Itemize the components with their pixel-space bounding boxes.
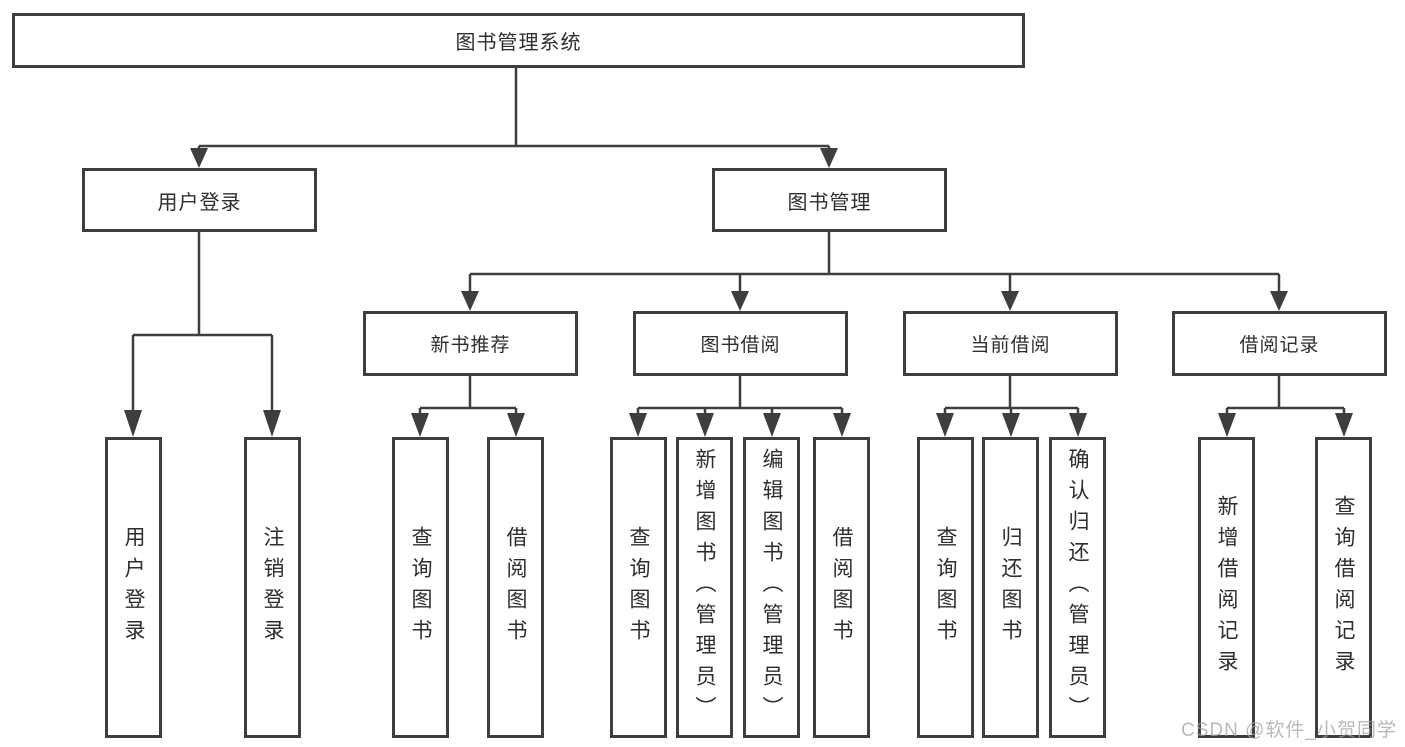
leaf-borrow-books: 借阅图书 [813, 437, 870, 738]
arrow-down-icon [629, 413, 647, 437]
node-library-management-system: 图书管理系统 [12, 13, 1025, 68]
arrow-down-icon [696, 413, 714, 437]
arrow-down-icon [1069, 413, 1087, 437]
node-book-borrow: 图书借阅 [633, 311, 848, 376]
arrow-down-icon [763, 413, 781, 437]
leaf-borrow-books-recommend: 借阅图书 [487, 437, 544, 738]
node-book-management: 图书管理 [712, 168, 947, 232]
arrow-down-icon [507, 413, 525, 437]
arrowheads-group [124, 148, 1353, 437]
arrow-down-icon [820, 148, 838, 168]
arrow-down-icon [263, 410, 281, 437]
arrow-down-icon [1270, 291, 1288, 311]
arrow-down-icon [1335, 413, 1353, 437]
leaf-query-books-recommend: 查询图书 [392, 437, 449, 738]
arrow-down-icon [411, 413, 429, 437]
arrow-down-icon [461, 291, 479, 311]
arrow-down-icon [1002, 413, 1020, 437]
leaf-add-borrow-record: 新增借阅记录 [1198, 437, 1255, 738]
leaf-query-borrow-record: 查询借阅记录 [1315, 437, 1372, 738]
leaf-query-books-borrow: 查询图书 [610, 437, 667, 738]
node-user-login: 用户登录 [82, 168, 317, 232]
arrow-down-icon [1001, 291, 1019, 311]
node-borrow-records: 借阅记录 [1172, 311, 1387, 376]
leaf-logout: 注销登录 [244, 437, 301, 738]
arrow-down-icon [936, 413, 954, 437]
arrow-down-icon [731, 291, 749, 311]
arrow-down-icon [190, 148, 208, 168]
leaf-edit-books-admin: 编辑图书（管理员） [743, 437, 800, 738]
arrow-down-icon [1218, 413, 1236, 437]
arrow-down-icon [833, 413, 851, 437]
leaf-user-login: 用户登录 [105, 437, 162, 738]
leaf-query-books-current: 查询图书 [917, 437, 974, 738]
arrow-down-icon [124, 410, 142, 437]
leaf-add-books-admin: 新增图书（管理员） [676, 437, 733, 738]
node-new-book-recommend: 新书推荐 [363, 311, 578, 376]
leaf-return-books: 归还图书 [982, 437, 1039, 738]
node-current-borrow: 当前借阅 [903, 311, 1118, 376]
leaf-confirm-return-admin: 确认归还（管理员） [1049, 437, 1106, 738]
watermark: CSDN @软件_小贺同学 [1181, 720, 1397, 741]
